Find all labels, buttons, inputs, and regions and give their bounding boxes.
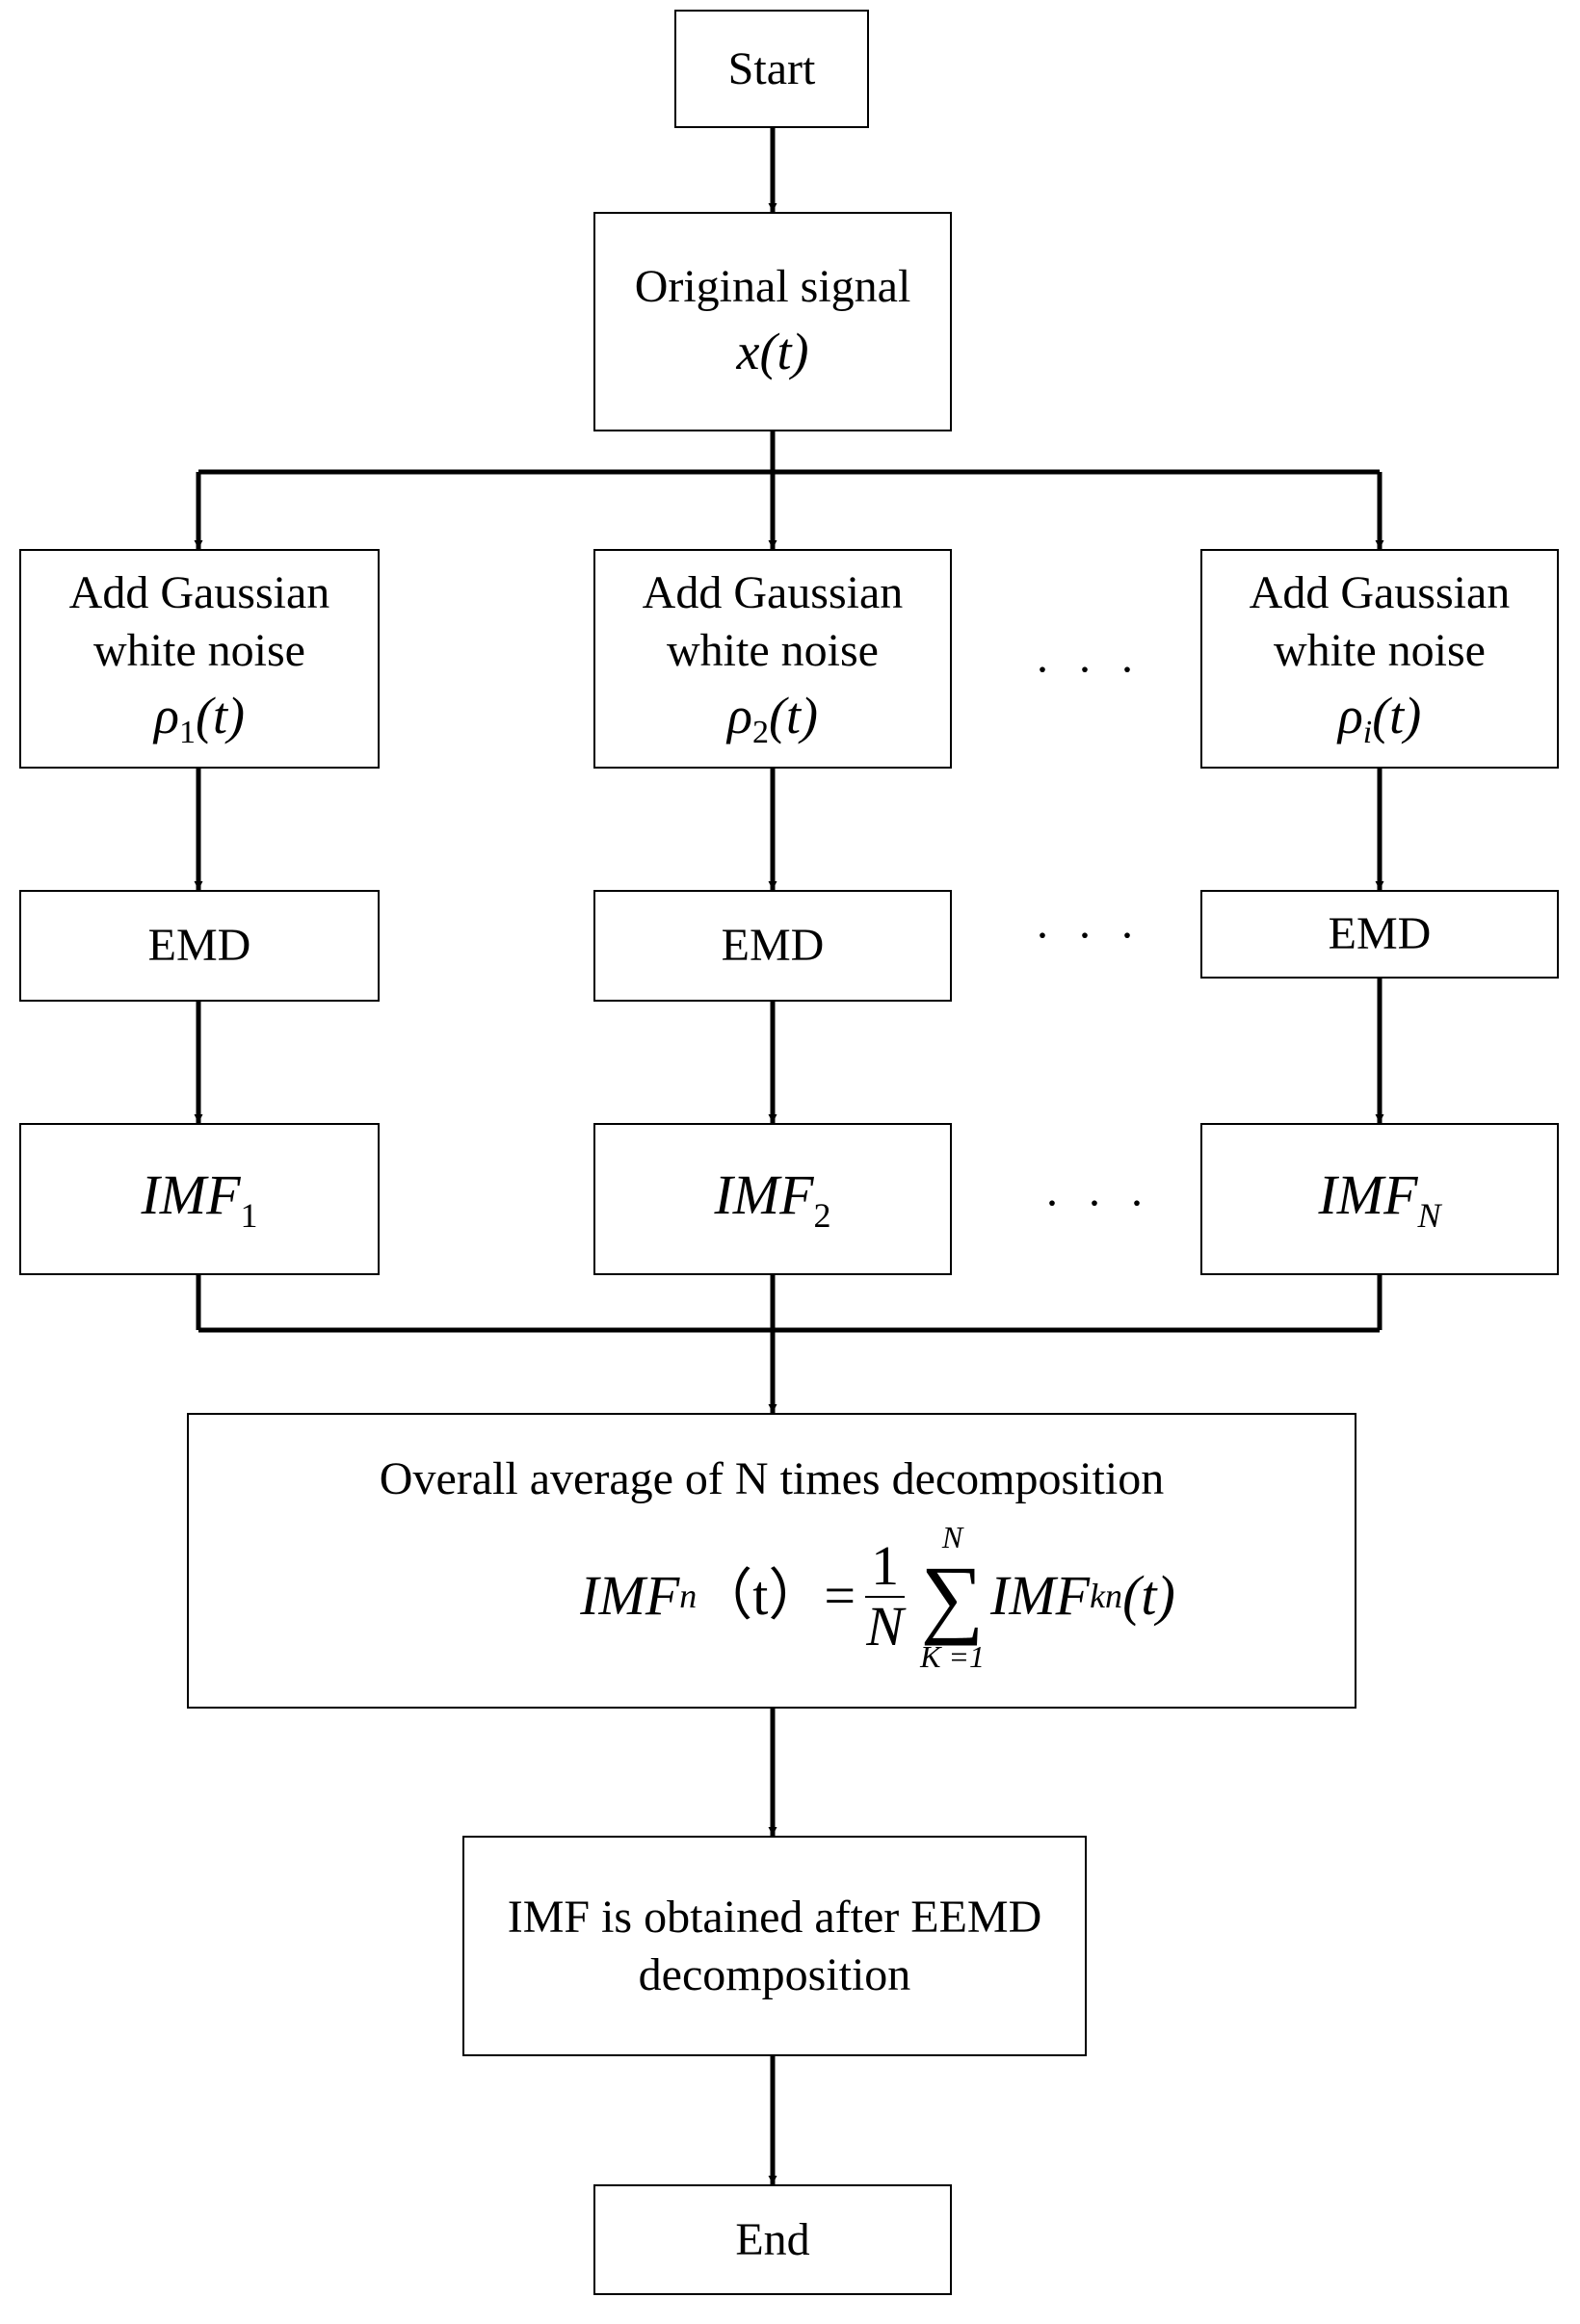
ellipsis-noise: · · · xyxy=(1035,644,1143,695)
emd-1-label: EMD xyxy=(147,920,251,971)
noise-i-line1: Add Gaussian xyxy=(1249,566,1511,618)
imf-1-base: IMF xyxy=(141,1163,241,1226)
formula-rhs-arg: (t) xyxy=(1122,1564,1175,1628)
formula-lhs-arg: （t）= xyxy=(697,1564,856,1628)
formula-rhs-base: IMF xyxy=(990,1564,1091,1628)
emd-n-label: EMD xyxy=(1328,908,1432,959)
imf-node-2: IMF2 xyxy=(593,1123,952,1275)
formula-frac-den: N xyxy=(866,1594,904,1658)
average-label: Overall average of N times decomposition xyxy=(379,1452,1165,1504)
imf-n-base: IMF xyxy=(1318,1163,1418,1226)
branch-merge xyxy=(196,1275,1382,1413)
noise-i-line2: white noise xyxy=(1274,624,1486,676)
noise-1-math: ρ1(t) xyxy=(154,684,245,754)
original-signal-node: Original signal x(t) xyxy=(593,212,952,431)
ellipsis-emd: · · · xyxy=(1035,910,1143,961)
start-label: Start xyxy=(727,42,816,94)
formula-fraction: 1 N xyxy=(865,1536,906,1658)
formula-rhs-sub: kn xyxy=(1090,1577,1123,1615)
emd-2-label: EMD xyxy=(721,920,825,971)
original-signal-math: x(t) xyxy=(736,323,809,381)
noise-node-i: Add Gaussian white noise ρi(t) xyxy=(1200,549,1559,769)
noise-2-line2: white noise xyxy=(667,624,879,676)
imf-1-sub: 1 xyxy=(240,1196,258,1235)
noise-i-arg: (t) xyxy=(1372,686,1422,744)
emd-node-1: EMD xyxy=(19,890,380,1002)
end-node: End xyxy=(593,2184,952,2295)
noise-i-sub: i xyxy=(1362,714,1373,750)
formula-lhs-base: IMF xyxy=(580,1564,680,1628)
end-label: End xyxy=(735,2213,810,2265)
noise-2-arg: (t) xyxy=(768,686,818,744)
result-node: IMF is obtained after EEMD decomposition xyxy=(462,1836,1087,2056)
noise-1-line2: white noise xyxy=(93,624,305,676)
imf-2-sub: 2 xyxy=(813,1196,831,1235)
imf-node-1: IMF1 xyxy=(19,1123,380,1275)
formula-sum-upper: N xyxy=(941,1519,963,1554)
average-node: Overall average of N times decomposition… xyxy=(187,1413,1356,1709)
arrows-emd-to-imf xyxy=(194,979,1384,1123)
arrows-noise-to-emd xyxy=(194,769,1384,890)
formula-sum: N ∑ K =1 xyxy=(920,1522,985,1672)
emd-node-n: EMD xyxy=(1200,890,1559,979)
formula-sum-lower: K =1 xyxy=(920,1638,986,1674)
imf-2-math: IMF2 xyxy=(714,1161,830,1238)
noise-2-math: ρ2(t) xyxy=(727,684,818,754)
noise-i-math: ρi(t) xyxy=(1338,684,1421,754)
noise-2-line1: Add Gaussian xyxy=(642,566,904,618)
result-line2: decomposition xyxy=(638,1948,911,2000)
branch-split xyxy=(194,431,1384,549)
result-line1: IMF is obtained after EEMD xyxy=(507,1891,1042,1943)
noise-2-symbol: ρ xyxy=(727,686,752,744)
start-node: Start xyxy=(674,10,869,128)
formula-sum-symbol: ∑ xyxy=(920,1547,985,1646)
imf-node-n: IMFN xyxy=(1200,1123,1559,1275)
original-signal-label: Original signal xyxy=(634,261,911,313)
formula-lhs-sub: n xyxy=(679,1577,698,1615)
noise-node-1: Add Gaussian white noise ρ1(t) xyxy=(19,549,380,769)
noise-i-symbol: ρ xyxy=(1337,686,1363,744)
noise-1-symbol: ρ xyxy=(154,686,179,744)
formula-frac-num: 1 xyxy=(865,1536,906,1598)
noise-2-sub: 2 xyxy=(751,714,769,750)
imf-n-sub: N xyxy=(1417,1196,1441,1235)
imf-1-math: IMF1 xyxy=(141,1161,257,1238)
noise-1-line1: Add Gaussian xyxy=(68,566,330,618)
noise-1-arg: (t) xyxy=(195,686,245,744)
emd-node-2: EMD xyxy=(593,890,952,1002)
noise-node-2: Add Gaussian white noise ρ2(t) xyxy=(593,549,952,769)
imf-2-base: IMF xyxy=(714,1163,814,1226)
imf-n-math: IMFN xyxy=(1318,1161,1440,1238)
ellipsis-imf: · · · xyxy=(1044,1178,1152,1229)
noise-1-sub: 1 xyxy=(178,714,196,750)
